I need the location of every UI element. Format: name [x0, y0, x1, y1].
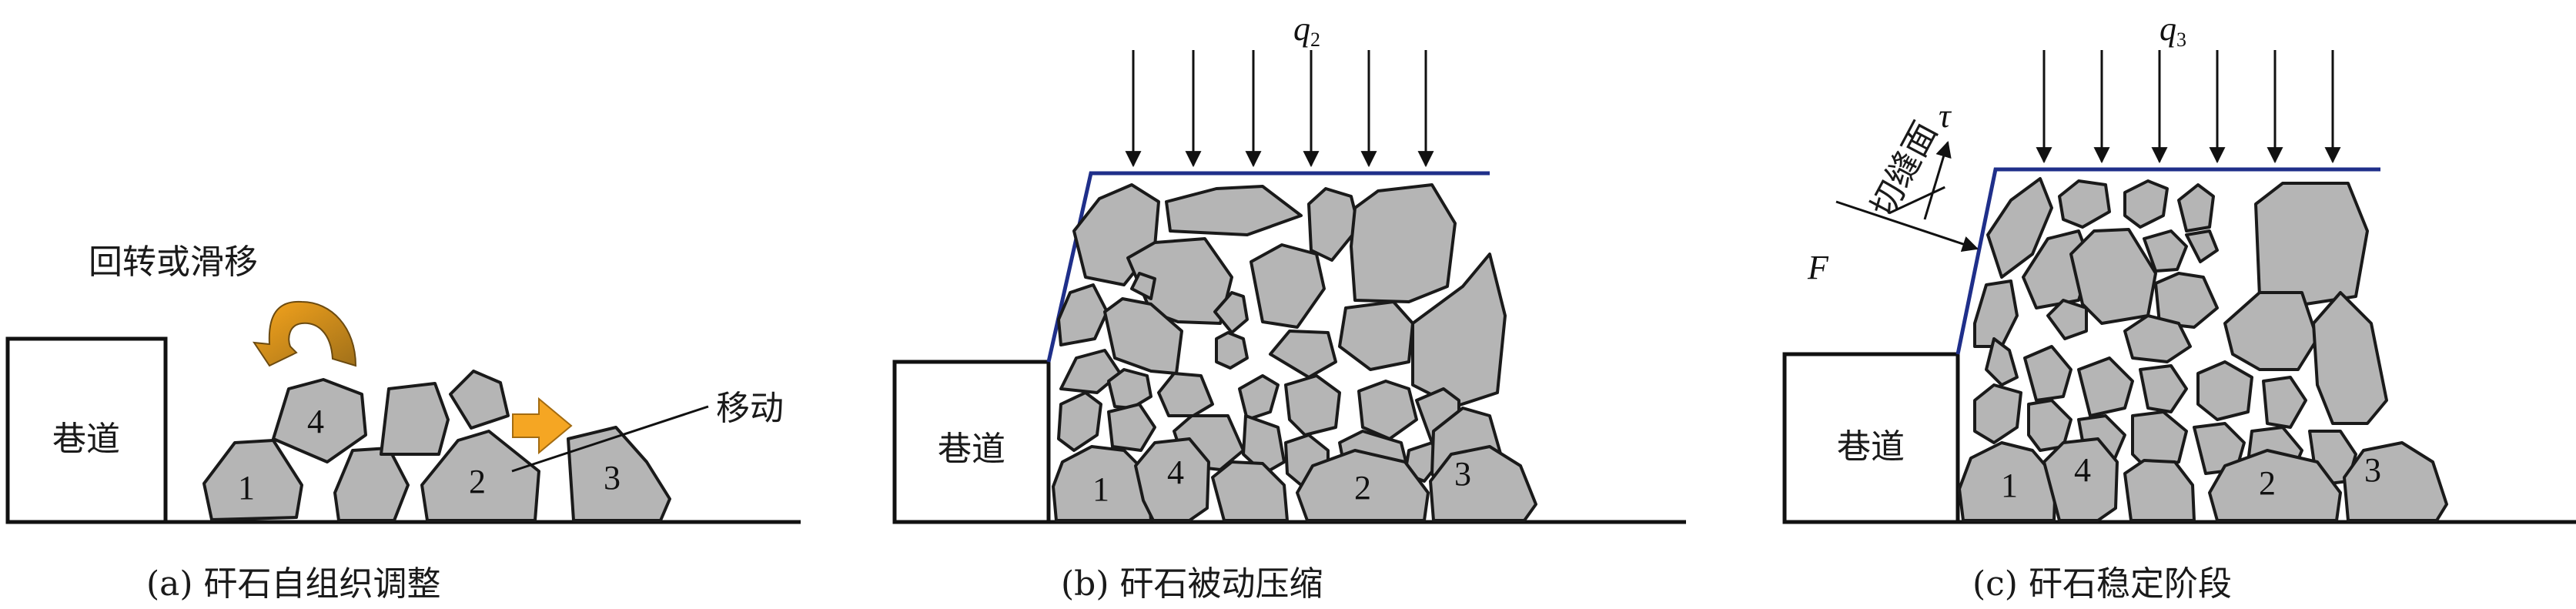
- load-symbol-c: q: [2159, 10, 2176, 48]
- rock-c5: [2125, 460, 2194, 520]
- move-arrow-icon: [513, 399, 571, 453]
- panel-b: 巷道 q 2: [895, 10, 1686, 604]
- block-number-c4: 4: [2074, 451, 2091, 489]
- block-number-b1: 1: [1092, 470, 1109, 508]
- force-label: F: [1807, 249, 1829, 286]
- block-number-c3: 3: [2364, 451, 2381, 489]
- roadway-label-a: 巷道: [52, 420, 120, 459]
- panel-c: 巷道 q 3 切缝面 τ F: [1785, 10, 2576, 604]
- rock-a5: [335, 448, 408, 520]
- rock-a7: [450, 371, 508, 428]
- block-number-b4: 4: [1167, 453, 1184, 491]
- block-number-a2: 2: [469, 463, 486, 500]
- load-subscript-c: 3: [2176, 28, 2186, 51]
- rock-b5: [1213, 462, 1287, 520]
- load-arrows-c: [2044, 50, 2333, 162]
- block-number-a3: 3: [604, 459, 621, 497]
- rotation-label: 回转或滑移: [89, 243, 258, 282]
- load-symbol-b: q: [1293, 10, 1310, 48]
- caption-b: (b) 矸石被动压缩: [1061, 564, 1323, 604]
- block-number-c1: 1: [2001, 467, 2018, 504]
- rock-a6: [381, 383, 448, 454]
- force-arrow: [1836, 202, 1977, 249]
- block-number-c2: 2: [2259, 464, 2276, 502]
- block-number-a1: 1: [238, 469, 255, 507]
- move-label: 移动: [716, 389, 784, 428]
- block-number-b3: 3: [1454, 455, 1471, 493]
- tau-label: τ: [1939, 97, 1952, 135]
- load-arrows-b: [1133, 50, 1426, 166]
- block-number-b2: 2: [1354, 469, 1371, 507]
- rotation-arrow-icon: [254, 302, 356, 366]
- panel-a: 巷道 1 4 2 3 回转或滑移 移动 (a) 矸石自组织调整: [8, 243, 801, 604]
- load-subscript-b: 2: [1310, 28, 1320, 51]
- block-number-a4: 4: [307, 403, 324, 440]
- roadway-label-b: 巷道: [938, 430, 1005, 469]
- rock-c3: [2344, 443, 2447, 520]
- caption-a: (a) 矸石自组织调整: [146, 564, 441, 604]
- roadway-label-c: 巷道: [1837, 427, 1905, 467]
- caption-c: (c) 矸石稳定阶段: [1972, 564, 2232, 604]
